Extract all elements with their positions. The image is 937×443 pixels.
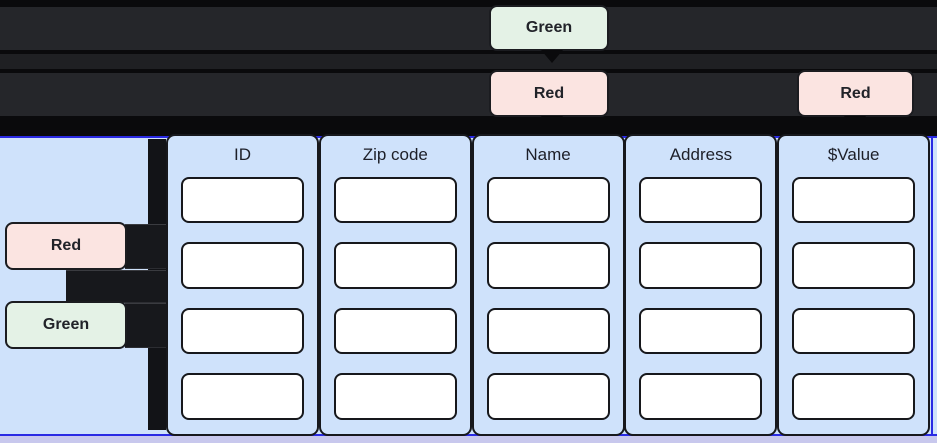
red-badge-pointer-name xyxy=(541,116,563,133)
left-red-badge-label: Red xyxy=(50,237,82,254)
column-zipcode-label: Zip code xyxy=(362,144,428,164)
column-name-cell[interactable] xyxy=(486,373,610,420)
column-id-cell[interactable] xyxy=(181,307,304,354)
red-connector-block xyxy=(125,224,166,269)
column-red-badge-value-label: Red xyxy=(840,84,871,102)
column-zipcode-cell[interactable] xyxy=(333,373,457,420)
column-red-badge-name[interactable]: Red xyxy=(489,70,609,117)
column-address-cell[interactable] xyxy=(639,176,763,223)
row-green-badge-label: Green xyxy=(525,19,573,36)
column-name-cell[interactable] xyxy=(486,176,610,223)
column-value-label: $Value xyxy=(827,144,880,164)
column-name[interactable]: Name xyxy=(471,133,625,436)
green-connector-block xyxy=(125,303,166,348)
column-value[interactable]: $Value xyxy=(777,133,931,436)
column-zipcode-cell[interactable] xyxy=(333,176,457,223)
left-green-badge[interactable]: Green xyxy=(5,301,127,349)
column-zipcode-cell[interactable] xyxy=(333,242,457,289)
column-address-cell[interactable] xyxy=(639,242,763,289)
column-value-cell[interactable] xyxy=(792,242,916,289)
middle-connector-block xyxy=(66,270,166,303)
column-address-cell[interactable] xyxy=(639,373,763,420)
column-name-cell[interactable] xyxy=(486,242,610,289)
row-bar-3[interactable] xyxy=(0,73,937,116)
left-red-badge[interactable]: Red xyxy=(5,222,127,270)
column-red-badge-name-label: Red xyxy=(533,84,565,102)
column-address-cell[interactable] xyxy=(639,307,763,354)
column-id-cell[interactable] xyxy=(181,373,304,420)
row-bar-2[interactable] xyxy=(0,54,937,69)
green-badge-pointer xyxy=(541,50,563,63)
column-id[interactable]: ID xyxy=(166,133,319,436)
column-id-label: ID xyxy=(234,144,251,164)
row-green-badge[interactable]: Green xyxy=(489,5,609,51)
column-zipcode[interactable]: Zip code xyxy=(318,133,472,436)
column-address[interactable]: Address xyxy=(624,133,778,436)
row-bar-1[interactable] xyxy=(0,7,937,50)
selection-right-edge xyxy=(930,136,933,436)
column-id-cell[interactable] xyxy=(181,242,304,289)
column-red-badge-value[interactable]: Red xyxy=(797,70,914,117)
column-value-cell[interactable] xyxy=(792,176,916,223)
column-value-cell[interactable] xyxy=(792,373,916,420)
bottom-strip xyxy=(0,436,937,443)
column-name-label: Name xyxy=(525,144,571,164)
left-green-badge-label: Green xyxy=(42,316,90,333)
red-badge-pointer-value xyxy=(844,116,866,133)
column-value-cell[interactable] xyxy=(792,307,916,354)
column-name-cell[interactable] xyxy=(486,307,610,354)
column-zipcode-cell[interactable] xyxy=(333,307,457,354)
column-id-cell[interactable] xyxy=(181,176,304,223)
column-address-label: Address xyxy=(669,144,733,164)
